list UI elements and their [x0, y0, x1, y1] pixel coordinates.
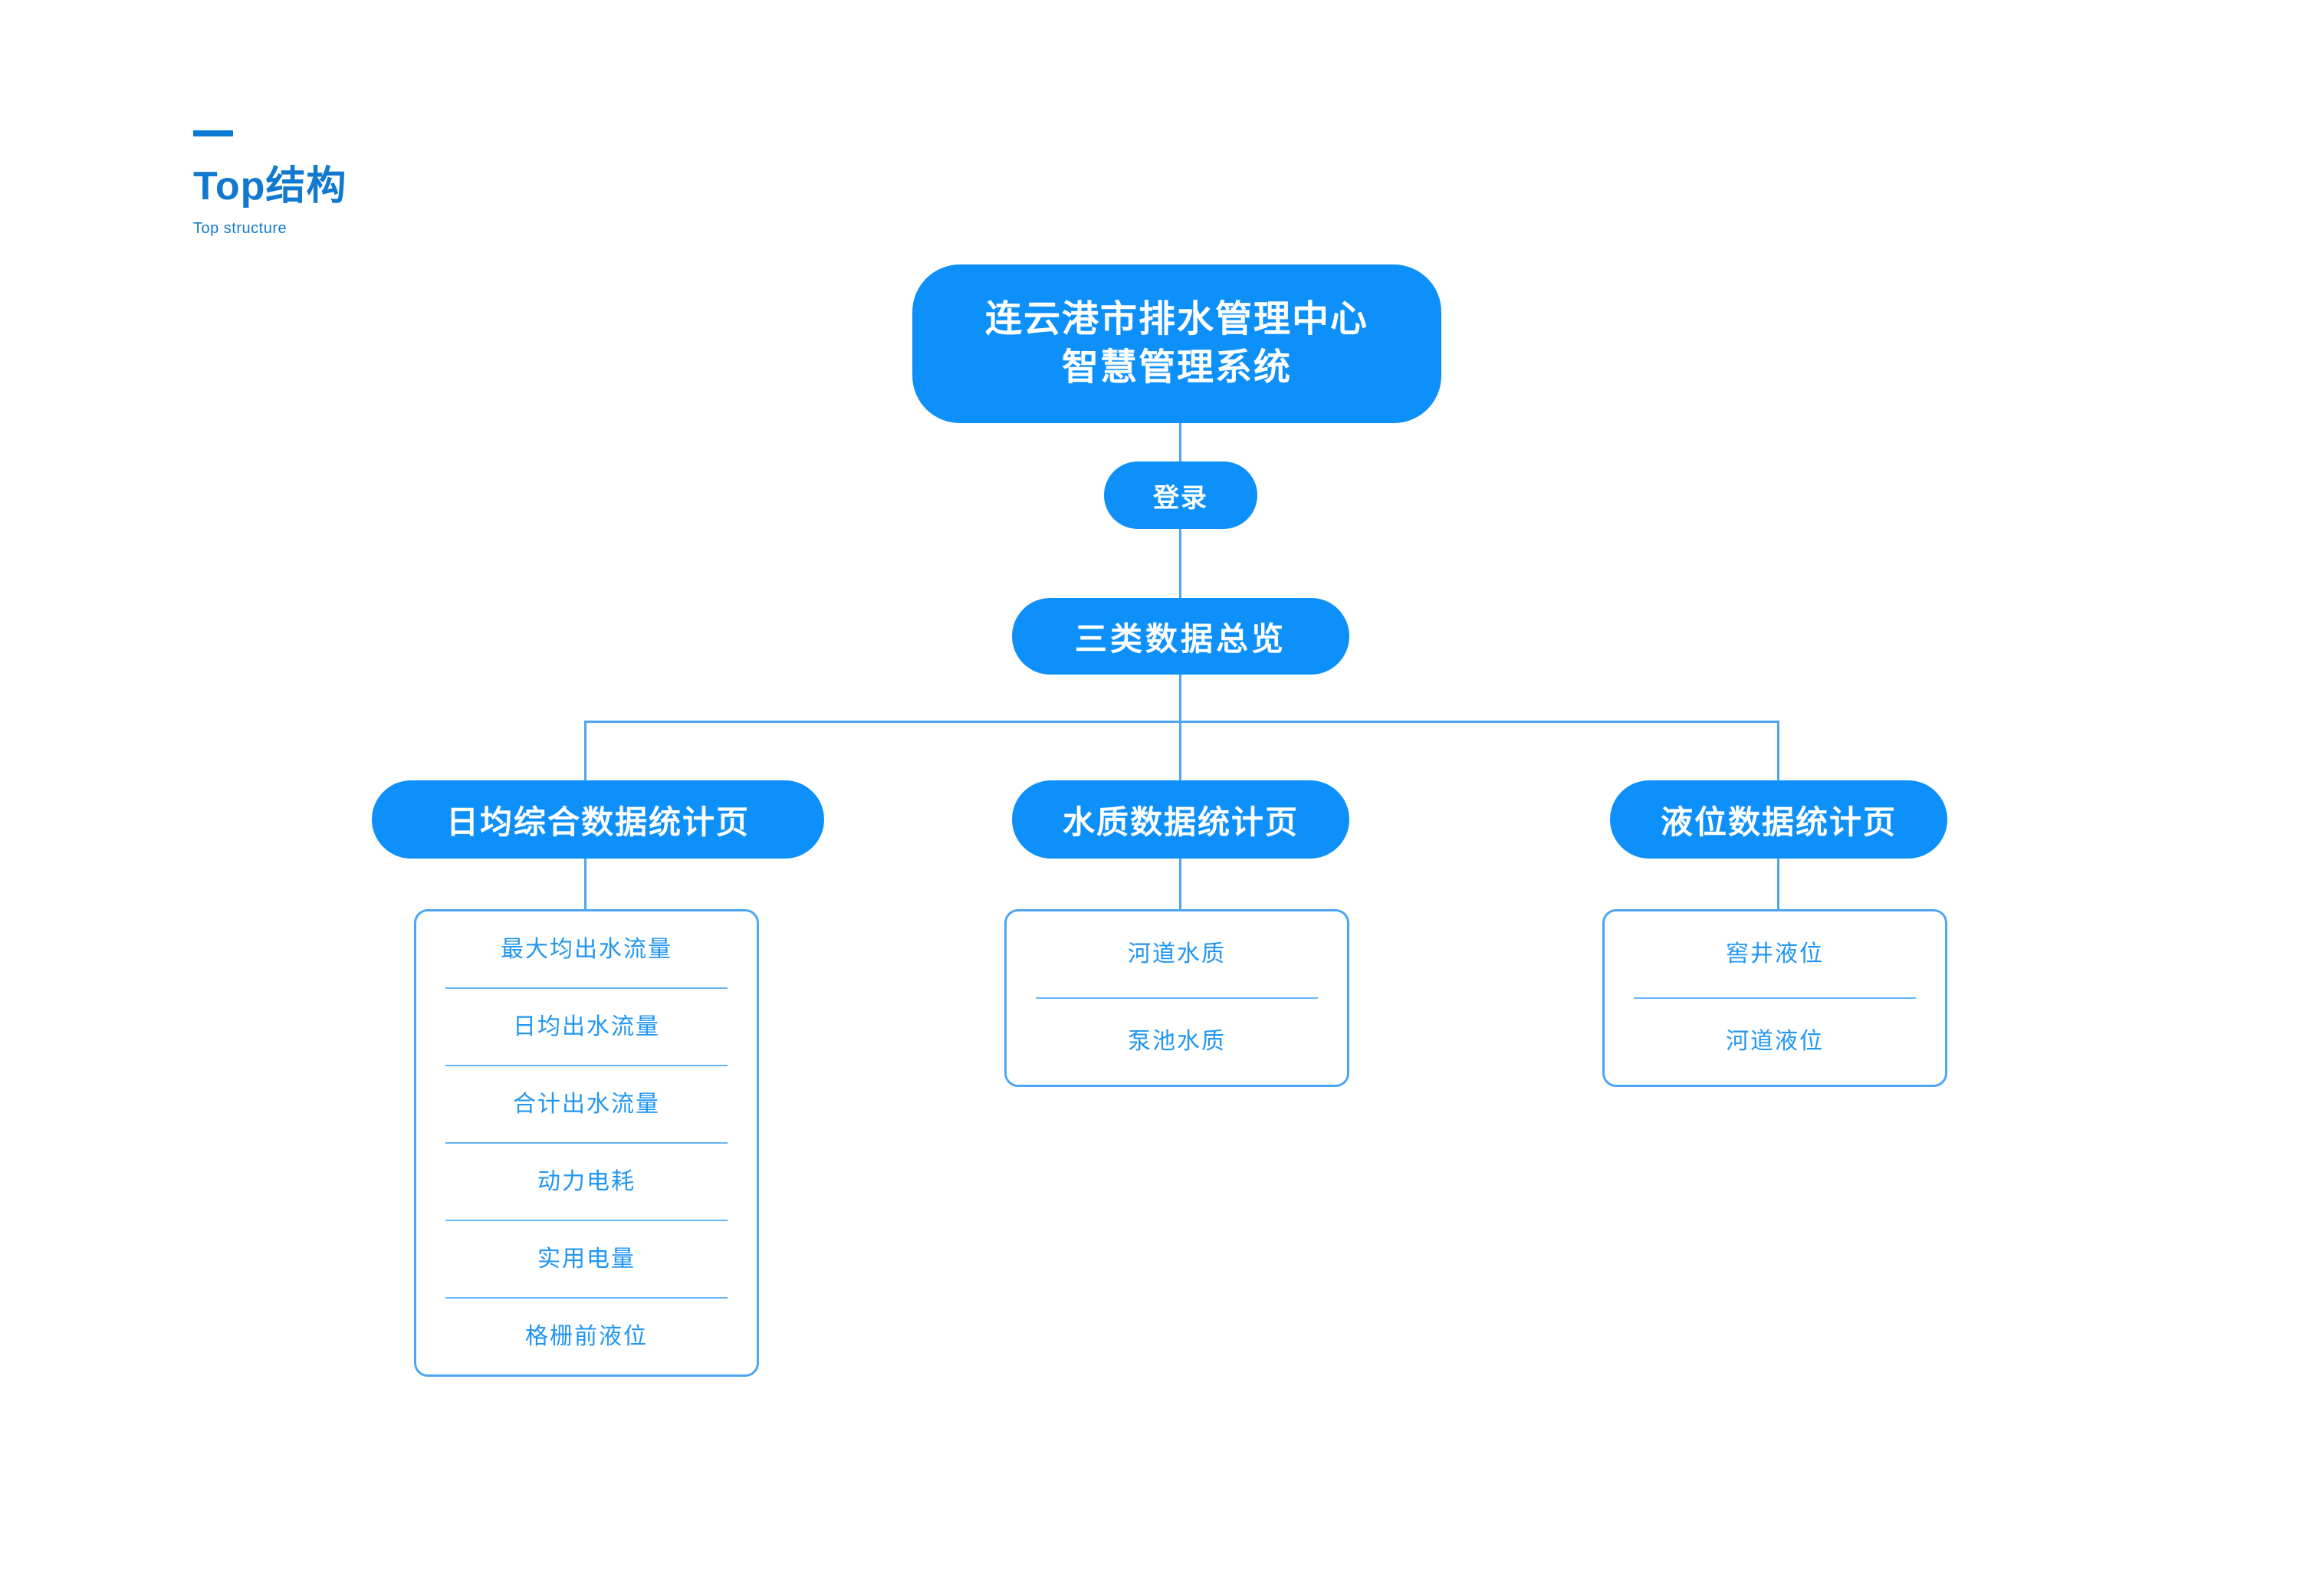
list-item[interactable]: 合计出水流量 — [445, 1065, 728, 1142]
list-item[interactable]: 泵池水质 — [1036, 997, 1318, 1085]
connector-bus-to-branch-0 — [584, 721, 586, 782]
node-branch-daily-summary[interactable]: 日均综合数据统计页 — [372, 780, 824, 859]
node-root[interactable]: 连云港市排水管理中心 智慧管理系统 — [912, 264, 1441, 423]
list-box-daily-summary: 最大均出水流量 日均出水流量 合计出水流量 动力电耗 实用电量 格栅前液位 — [414, 909, 759, 1377]
page-title: Top结构 — [193, 164, 347, 209]
connector-bus-to-branch-1 — [1179, 721, 1181, 782]
connector-branch-1-to-list — [1179, 859, 1181, 911]
connector-branch-bus — [584, 721, 1779, 723]
list-item[interactable]: 日均出水流量 — [445, 987, 728, 1065]
list-box-water-level: 窖井液位 河道液位 — [1602, 909, 1947, 1087]
connector-branch-2-to-list — [1777, 859, 1779, 911]
connector-bus-to-branch-2 — [1777, 721, 1779, 782]
node-branch-water-quality[interactable]: 水质数据统计页 — [1012, 780, 1349, 859]
node-branch-water-level[interactable]: 液位数据统计页 — [1610, 780, 1947, 859]
list-item[interactable]: 河道液位 — [1634, 997, 1916, 1085]
node-root-line-2: 智慧管理系统 — [1061, 346, 1292, 388]
page-subtitle: Top structure — [193, 219, 288, 237]
list-item[interactable]: 河道水质 — [1128, 941, 1226, 967]
list-item[interactable]: 动力电耗 — [445, 1142, 728, 1220]
list-item[interactable]: 实用电量 — [445, 1220, 728, 1297]
list-item[interactable]: 最大均出水流量 — [501, 936, 672, 962]
page-header: Top结构 Top structure — [193, 130, 347, 238]
connector-branch-0-to-list — [584, 859, 586, 911]
connector-root-to-login — [1179, 423, 1181, 461]
accent-bar — [193, 130, 233, 136]
list-box-water-quality: 河道水质 泵池水质 — [1004, 909, 1349, 1087]
list-item[interactable]: 窖井液位 — [1726, 941, 1824, 967]
connector-login-to-overview — [1179, 529, 1181, 598]
connector-overview-drop — [1179, 675, 1181, 722]
list-item[interactable]: 格栅前液位 — [445, 1297, 728, 1374]
node-root-line-1: 连云港市排水管理中心 — [984, 299, 1368, 340]
node-overview[interactable]: 三类数据总览 — [1012, 598, 1349, 675]
node-login[interactable]: 登录 — [1104, 461, 1257, 529]
